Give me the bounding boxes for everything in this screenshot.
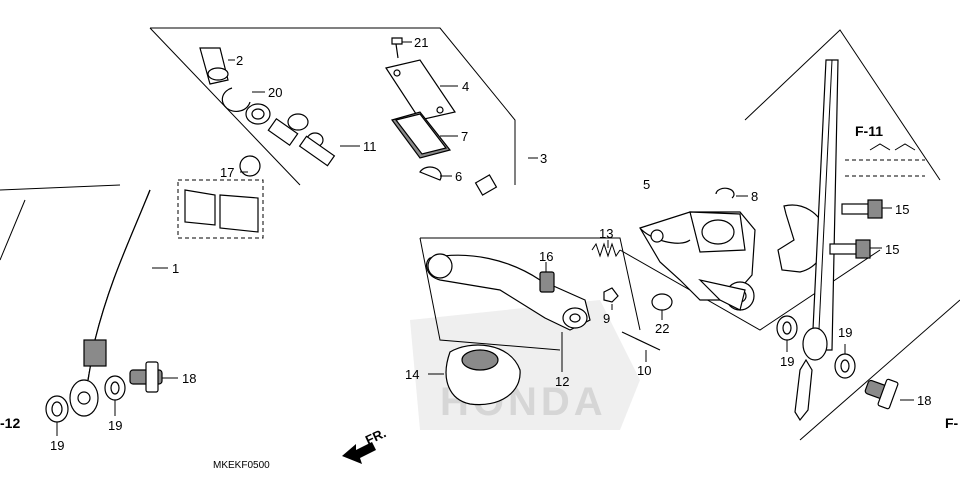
callout-6: 6 [455,169,462,184]
clip-8 [715,187,735,199]
callout-10: 10 [637,363,651,378]
callout-19b: 19 [108,418,122,433]
callout-2: 2 [236,53,243,68]
reservoir-cap-parts [385,37,498,196]
callout-20: 20 [268,85,282,100]
holder-bolt-1 [841,199,883,219]
callout-11: 11 [363,139,377,154]
oil-bolt-right [864,378,899,410]
callout-22: 22 [655,321,669,336]
callout-8: 8 [751,189,758,204]
callout-7: 7 [461,129,468,144]
callout-17: 17 [220,165,234,180]
callout-14: 14 [405,367,419,382]
ref-top[interactable]: F-11 [855,123,883,139]
callout-4: 4 [462,79,469,94]
callout-19a: 19 [50,438,64,453]
float-6 [419,166,442,181]
ref-right[interactable]: F- [945,415,959,431]
master-cylinder [639,211,756,311]
leader-lines [56,41,914,436]
collar-22 [651,293,673,311]
oil-bolt-left [129,361,163,393]
callout-13: 13 [599,226,613,241]
group-frames [0,27,960,441]
callout-18b: 18 [917,393,931,408]
reservoir-cap [385,59,456,121]
callout-15a: 15 [895,202,909,217]
ref-bracket [845,143,925,177]
brake-lever [425,253,591,331]
forward-label: FR. [363,425,388,447]
ref-left[interactable]: -12 [0,415,20,431]
callout-21: 21 [414,35,428,50]
callout-9: 9 [603,311,610,326]
callout-16: 16 [539,249,553,264]
callout-18a: 18 [182,371,196,386]
banjo-fitting-right [794,327,828,422]
spring-13 [591,242,621,258]
clamp-group-frame [177,179,264,239]
callout-5: 5 [643,177,650,192]
pivot-pin [621,331,661,351]
holder-bolt-2 [829,239,871,259]
callout-15b: 15 [885,242,899,257]
callout-19c: 19 [780,354,794,369]
callout-3: 3 [540,151,547,166]
hose-fitting [83,339,107,367]
callout-12: 12 [555,374,569,389]
callout-1: 1 [172,261,179,276]
callout-19d: 19 [838,325,852,340]
brake-hose [69,189,151,417]
pivot-nut [603,287,619,303]
forward-arrow: FR. [342,425,388,464]
callouts: 1 2 3 4 5 6 7 8 9 10 11 12 13 14 15 15 1… [50,35,931,453]
pivot-bolt [539,271,555,293]
upper-kit-parts [184,47,336,233]
cap-17 [239,155,261,177]
diagram-code: MKEKF0500 [213,460,270,471]
